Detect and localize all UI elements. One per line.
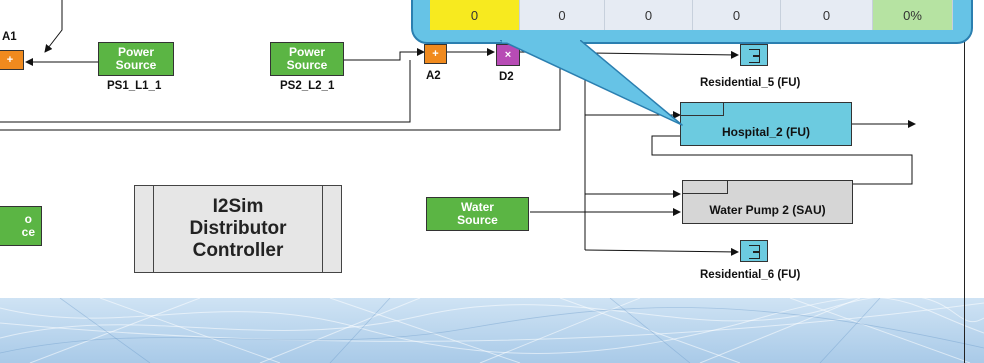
ps1-label: PS1_L1_1: [107, 80, 161, 92]
table-cell: 0: [520, 0, 605, 30]
partial-water-source-block[interactable]: o ce: [0, 206, 42, 246]
partial-source-label: o ce: [22, 213, 35, 239]
ps2-label: PS2_L2_1: [280, 80, 334, 92]
i2sim-distributor-controller-block[interactable]: I2Sim Distributor Controller: [134, 185, 342, 273]
residential-6-label: Residential_6 (FU): [700, 269, 800, 281]
water-source-block[interactable]: Water Source: [426, 197, 529, 231]
controller-line-1: I2Sim: [213, 196, 264, 218]
residential-5-label: Residential_5 (FU): [700, 77, 800, 89]
adder-symbol: +: [432, 48, 438, 60]
power-source-ps1-title: Power Source: [109, 46, 163, 72]
cell-value: 0: [823, 8, 830, 23]
controller-line-3: Controller: [193, 240, 284, 262]
power-source-ps1-block[interactable]: Power Source: [98, 42, 174, 76]
a2-label: A2: [426, 70, 441, 82]
table-cell: 0: [430, 0, 520, 30]
table-cell: 0: [781, 0, 873, 30]
a1-label: A1: [2, 31, 17, 43]
water-pump-2-title: Water Pump 2 (SAU): [709, 203, 825, 217]
pump-port-tab: [682, 180, 728, 194]
controller-inner: I2Sim Distributor Controller: [153, 186, 323, 272]
hospital-2-title: Hospital_2 (FU): [722, 125, 810, 139]
cell-value: 0: [645, 8, 652, 23]
power-source-ps2-title: Power Source: [280, 46, 334, 72]
residential-6-block[interactable]: [740, 240, 768, 262]
controller-line-2: Distributor: [189, 218, 286, 240]
table-cell: 0%: [873, 0, 953, 30]
callout-pointer: [500, 40, 700, 130]
cell-value: 0: [558, 8, 565, 23]
table-cell: 0: [693, 0, 781, 30]
cell-value: 0%: [903, 8, 922, 23]
water-source-title: Water Source: [451, 201, 505, 227]
distribution-table-row: 0 0 0 0 0 0%: [430, 0, 953, 30]
table-cell: 0: [605, 0, 693, 30]
cell-value: 0: [733, 8, 740, 23]
residential-5-block[interactable]: [740, 44, 768, 66]
a1-adder-block[interactable]: +: [0, 50, 24, 70]
adder-symbol: +: [7, 54, 13, 66]
cell-value: 0: [471, 8, 478, 23]
power-source-ps2-block[interactable]: Power Source: [270, 42, 344, 76]
a2-adder-block[interactable]: +: [424, 44, 447, 64]
